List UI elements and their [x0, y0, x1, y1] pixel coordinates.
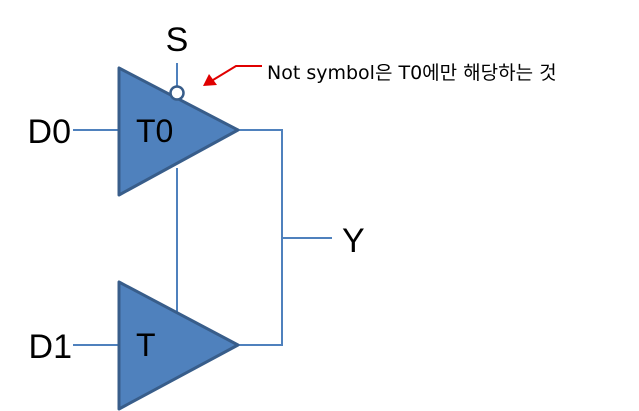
input-d0-label: D0	[28, 113, 71, 151]
annotation-text: Not symbol은 T0에만 해당하는 것	[267, 62, 557, 84]
gate-t0-label: T0	[136, 113, 173, 149]
output-y-label: Y	[342, 222, 365, 260]
annotation-arrowhead	[203, 74, 217, 86]
gate-t-label: T	[136, 327, 156, 363]
select-label: S	[166, 21, 189, 59]
wires	[73, 63, 332, 346]
not-bubble	[169, 85, 185, 101]
gate0-output-wire	[238, 129, 283, 346]
tristate-buffer-t	[117, 280, 240, 411]
annotation-arrow	[212, 65, 262, 81]
input-d1-label: D1	[29, 328, 72, 366]
